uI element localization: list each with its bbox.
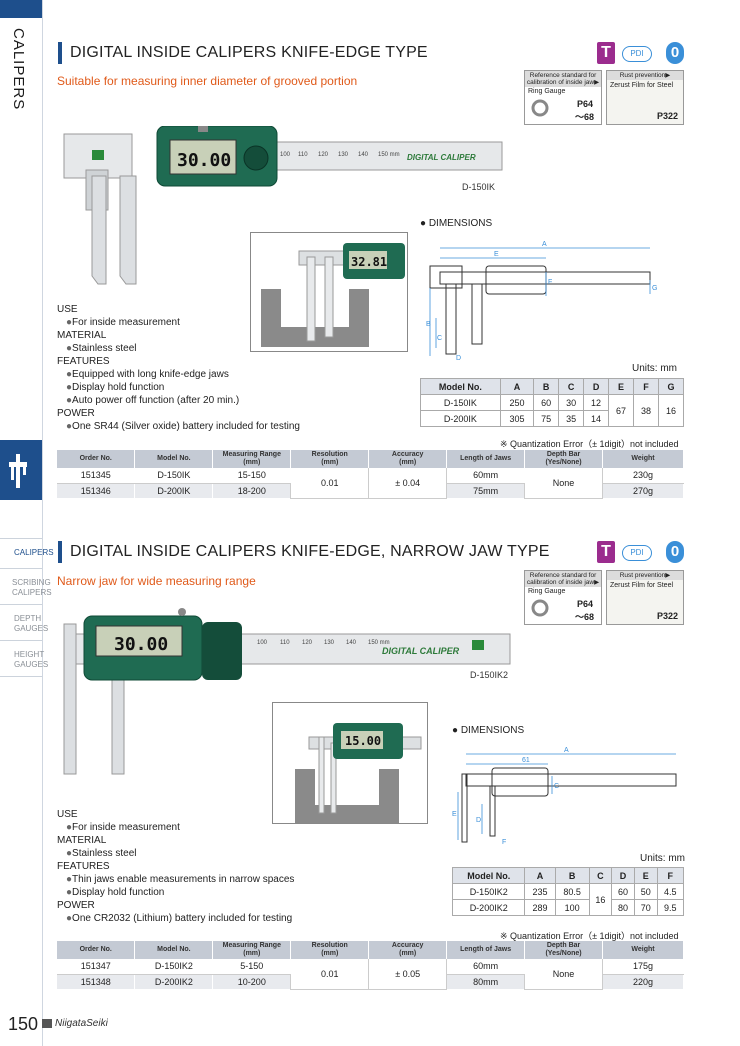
ref-page: P64 xyxy=(577,99,594,109)
svg-text:F: F xyxy=(502,839,506,846)
sidebar-top-bar xyxy=(0,0,42,18)
title-accent xyxy=(58,541,62,563)
caliper-tool-icon xyxy=(0,440,42,500)
caliper-photo: 30.00 100 110 120 130 140 150 mm DIGITAL CALI… xyxy=(63,608,511,775)
lcd-readout: 30.00 xyxy=(114,634,168,655)
caliper-brand: DIGITAL CALIPER xyxy=(407,153,476,162)
svg-text:110: 110 xyxy=(298,152,308,158)
svg-text:D: D xyxy=(456,355,461,362)
reference-rust-box: Rust prevention▶ Zerust Film for Steel P… xyxy=(606,70,684,125)
dimension-diagram: A E BC F G D xyxy=(426,241,657,362)
sidebar-item-height-gauges[interactable]: HEIGHT GAUGES xyxy=(14,650,49,669)
units-label: Units: mm xyxy=(632,363,677,374)
svg-text:100: 100 xyxy=(257,640,268,646)
t-badge: T xyxy=(597,42,615,64)
svg-text:E: E xyxy=(452,811,457,818)
sidebar-item-depth-gauges[interactable]: DEPTH GAUGES xyxy=(14,614,49,633)
ring-gauge-icon xyxy=(531,99,549,117)
svg-text:100: 100 xyxy=(280,152,291,158)
lcd-small: 15.00 xyxy=(345,734,381,748)
sidebar-item-scribing-calipers[interactable]: SCRIBING CALIPERS xyxy=(12,578,52,597)
model-label: D-150IK xyxy=(462,182,496,192)
svg-text:120: 120 xyxy=(318,152,329,158)
product-title: DIGITAL INSIDE CALIPERS KNIFE-EDGE TYPE xyxy=(70,44,428,61)
svg-text:B: B xyxy=(426,321,431,328)
svg-text:110: 110 xyxy=(280,640,290,646)
reference-ring-gauge-box: Reference standard for calibration of in… xyxy=(524,70,602,125)
svg-text:130: 130 xyxy=(324,640,335,646)
svg-text:150 mm: 150 mm xyxy=(368,640,390,646)
sidebar-divider xyxy=(42,0,43,1046)
svg-text:140: 140 xyxy=(358,152,369,158)
page-number: 150 xyxy=(8,1014,39,1034)
quantization-note: ※ Quantization Error（± 1digit）not includ… xyxy=(500,931,679,941)
brand-logo: NiigataSeiki xyxy=(42,1018,108,1029)
svg-text:140: 140 xyxy=(346,640,357,646)
caliper-photo: 30.00 100 110 120 130 140 150 mm DIGITAL CALI… xyxy=(63,126,503,285)
svg-text:G: G xyxy=(652,285,657,292)
usage-photo: 15.00 xyxy=(272,702,428,824)
usage-photo: 32.81 xyxy=(250,232,408,352)
svg-text:F: F xyxy=(548,279,552,286)
svg-text:120: 120 xyxy=(302,640,313,646)
caliper-brand: DIGITAL CALIPER xyxy=(382,646,460,656)
units-label: Units: mm xyxy=(640,853,685,864)
model-label: D-150IK2 xyxy=(470,670,509,680)
reference-ring-gauge-box: Reference standard for calibration of in… xyxy=(524,570,602,625)
product-subtitle: Suitable for measuring inner diameter of… xyxy=(57,74,358,88)
sidebar-item-calipers[interactable]: CALIPERS xyxy=(14,548,54,557)
order-table: Order No.Model No.Measuring Range(mm)Res… xyxy=(57,941,684,990)
reference-rust-box: Rust prevention▶ Zerust Film for Steel P… xyxy=(606,570,684,625)
svg-text:A: A xyxy=(542,241,547,248)
spec-block: USE For inside measurement MATERIAL Stai… xyxy=(57,303,300,433)
svg-text:150 mm: 150 mm xyxy=(378,152,400,158)
dimension-diagram: A 61E D C F xyxy=(452,747,677,846)
ref-page: P322 xyxy=(657,611,679,621)
title-accent xyxy=(58,42,62,64)
quantization-note: ※ Quantization Error（± 1digit）not includ… xyxy=(500,439,679,449)
ref-page: P64 xyxy=(577,599,594,609)
svg-text:A: A xyxy=(564,747,569,754)
section-tab: CALIPERS xyxy=(10,28,27,111)
svg-text:61: 61 xyxy=(522,757,530,764)
order-table: Order No.Model No.Measuring Range(mm)Res… xyxy=(57,450,684,499)
svg-text:130: 130 xyxy=(338,152,349,158)
spec-block: USE For inside measurement MATERIAL Stai… xyxy=(57,808,294,925)
dimensions-heading: ● DIMENSIONS xyxy=(452,725,525,736)
svg-text:C: C xyxy=(437,335,442,342)
product-subtitle: Narrow jaw for wide measuring range xyxy=(57,574,256,588)
pdi-badge: PDI xyxy=(622,545,652,561)
ring-gauge-icon xyxy=(531,599,549,617)
t-badge: T xyxy=(597,541,615,563)
zero-badge: 0 xyxy=(666,541,684,563)
svg-text:D: D xyxy=(476,817,481,824)
ref-page: P322 xyxy=(657,111,679,121)
pdi-badge: PDI xyxy=(622,46,652,62)
zero-badge: 0 xyxy=(666,42,684,64)
lcd-small: 32.81 xyxy=(351,255,387,269)
svg-text:C: C xyxy=(554,783,559,790)
dimensions-heading: ● DIMENSIONS xyxy=(420,218,493,229)
svg-text:E: E xyxy=(494,251,499,258)
product-title: DIGITAL INSIDE CALIPERS KNIFE-EDGE, NARR… xyxy=(70,543,550,560)
lcd-readout: 30.00 xyxy=(177,150,231,171)
